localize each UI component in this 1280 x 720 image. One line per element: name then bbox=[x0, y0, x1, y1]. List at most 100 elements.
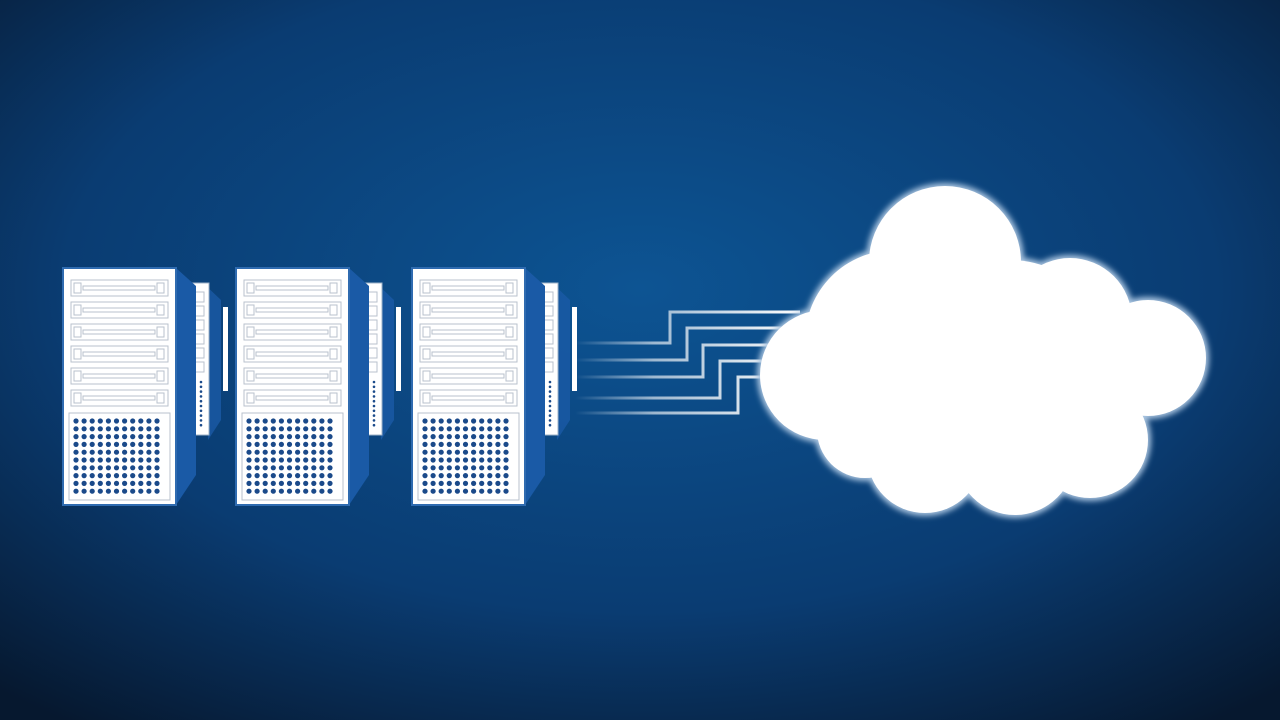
vent-hole bbox=[122, 465, 128, 471]
vent-hole bbox=[319, 449, 325, 455]
vent-hole bbox=[154, 441, 160, 447]
secondary-led bbox=[548, 409, 552, 413]
drive-bay-handle bbox=[505, 392, 514, 404]
server-thin-unit bbox=[572, 307, 577, 391]
vent-hole bbox=[503, 457, 509, 463]
vent-hole bbox=[89, 441, 95, 447]
vent-hole bbox=[319, 473, 325, 479]
drive-bay bbox=[243, 323, 342, 341]
vent-hole bbox=[113, 449, 120, 455]
drive-bay-handle bbox=[329, 282, 338, 294]
vent-hole bbox=[278, 473, 284, 479]
vent-hole bbox=[286, 434, 293, 440]
drive-bay-handle bbox=[156, 370, 165, 382]
vent-hole bbox=[113, 441, 120, 447]
vent-hole bbox=[471, 418, 477, 424]
secondary-led bbox=[372, 423, 376, 427]
vent-hole bbox=[154, 434, 160, 440]
vent-hole bbox=[503, 473, 509, 479]
vent-hole bbox=[97, 465, 103, 471]
drive-bay-handle bbox=[505, 370, 514, 382]
vent-hole bbox=[446, 488, 452, 494]
vent-hole bbox=[130, 434, 136, 440]
vent-hole bbox=[462, 465, 469, 471]
vent-hole bbox=[462, 434, 469, 440]
drive-bay-handle bbox=[246, 370, 255, 382]
vent-hole bbox=[295, 441, 301, 447]
drive-bay-handle bbox=[246, 282, 255, 294]
secondary-led bbox=[548, 399, 552, 403]
secondary-led bbox=[548, 404, 552, 408]
vent-hole bbox=[254, 465, 260, 471]
vent-hole bbox=[454, 480, 460, 486]
vent-hole bbox=[446, 426, 452, 432]
vent-hole bbox=[278, 434, 284, 440]
vent-hole bbox=[138, 418, 144, 424]
vent-hole bbox=[438, 457, 444, 463]
vent-hole bbox=[138, 434, 144, 440]
vent-hole bbox=[471, 488, 477, 494]
vent-hole bbox=[146, 457, 152, 463]
drive-bay-handle bbox=[73, 348, 82, 360]
drive-bay-handle bbox=[73, 282, 82, 294]
drive-bay-handle bbox=[422, 370, 431, 382]
vent-hole bbox=[327, 457, 333, 463]
vent-hole bbox=[246, 457, 252, 463]
vent-hole bbox=[487, 465, 493, 471]
vent-hole bbox=[89, 473, 95, 479]
vent-hole bbox=[130, 426, 136, 432]
vent-hole bbox=[487, 426, 493, 432]
vent-hole bbox=[105, 418, 111, 424]
secondary-led bbox=[372, 404, 376, 408]
drive-bay-handle bbox=[246, 348, 255, 360]
vent-hole bbox=[479, 488, 485, 494]
vent-hole bbox=[327, 426, 333, 432]
vent-hole bbox=[254, 434, 260, 440]
vent-hole bbox=[454, 449, 460, 455]
vent-hole bbox=[327, 441, 333, 447]
vent-hole bbox=[254, 480, 260, 486]
vent-hole bbox=[479, 480, 485, 486]
vent-hole bbox=[154, 426, 160, 432]
secondary-led bbox=[199, 419, 203, 422]
drive-bay-slot bbox=[255, 373, 329, 379]
secondary-led bbox=[548, 419, 552, 422]
drive-bay bbox=[70, 279, 169, 297]
vent-hole bbox=[154, 457, 160, 463]
drive-bay-handle bbox=[505, 348, 514, 360]
vent-hole bbox=[446, 473, 452, 479]
vent-hole bbox=[262, 473, 268, 479]
vent-hole bbox=[454, 418, 460, 424]
vent-hole bbox=[105, 426, 111, 432]
vent-hole bbox=[262, 418, 268, 424]
drive-bay-slot bbox=[82, 329, 156, 335]
vent-hole bbox=[503, 441, 509, 447]
vent-hole bbox=[246, 465, 252, 471]
drive-bay bbox=[243, 389, 342, 407]
vent-hole bbox=[81, 418, 87, 424]
drive-bay-slot bbox=[255, 285, 329, 291]
vent-hole bbox=[254, 473, 260, 479]
vent-hole bbox=[438, 465, 444, 471]
vent-hole bbox=[278, 449, 284, 455]
vent-hole bbox=[81, 457, 87, 463]
vent-hole bbox=[89, 434, 95, 440]
vent-hole bbox=[89, 465, 95, 471]
drive-bay-slot bbox=[255, 395, 329, 401]
vent-hole bbox=[286, 449, 293, 455]
vent-hole bbox=[303, 434, 309, 440]
vent-hole bbox=[438, 473, 444, 479]
drive-bay-slot bbox=[431, 307, 505, 313]
vent-hole bbox=[286, 480, 293, 486]
drive-bay-slot bbox=[82, 373, 156, 379]
vent-hole bbox=[130, 480, 136, 486]
drive-bay-handle bbox=[246, 392, 255, 404]
vent-grill bbox=[417, 412, 520, 501]
vent-hole bbox=[113, 426, 120, 432]
vent-hole bbox=[97, 457, 103, 463]
vent-hole bbox=[254, 488, 260, 494]
vent-hole bbox=[270, 426, 276, 432]
secondary-led bbox=[548, 395, 552, 398]
vent-hole bbox=[430, 418, 436, 424]
vent-hole bbox=[319, 441, 325, 447]
